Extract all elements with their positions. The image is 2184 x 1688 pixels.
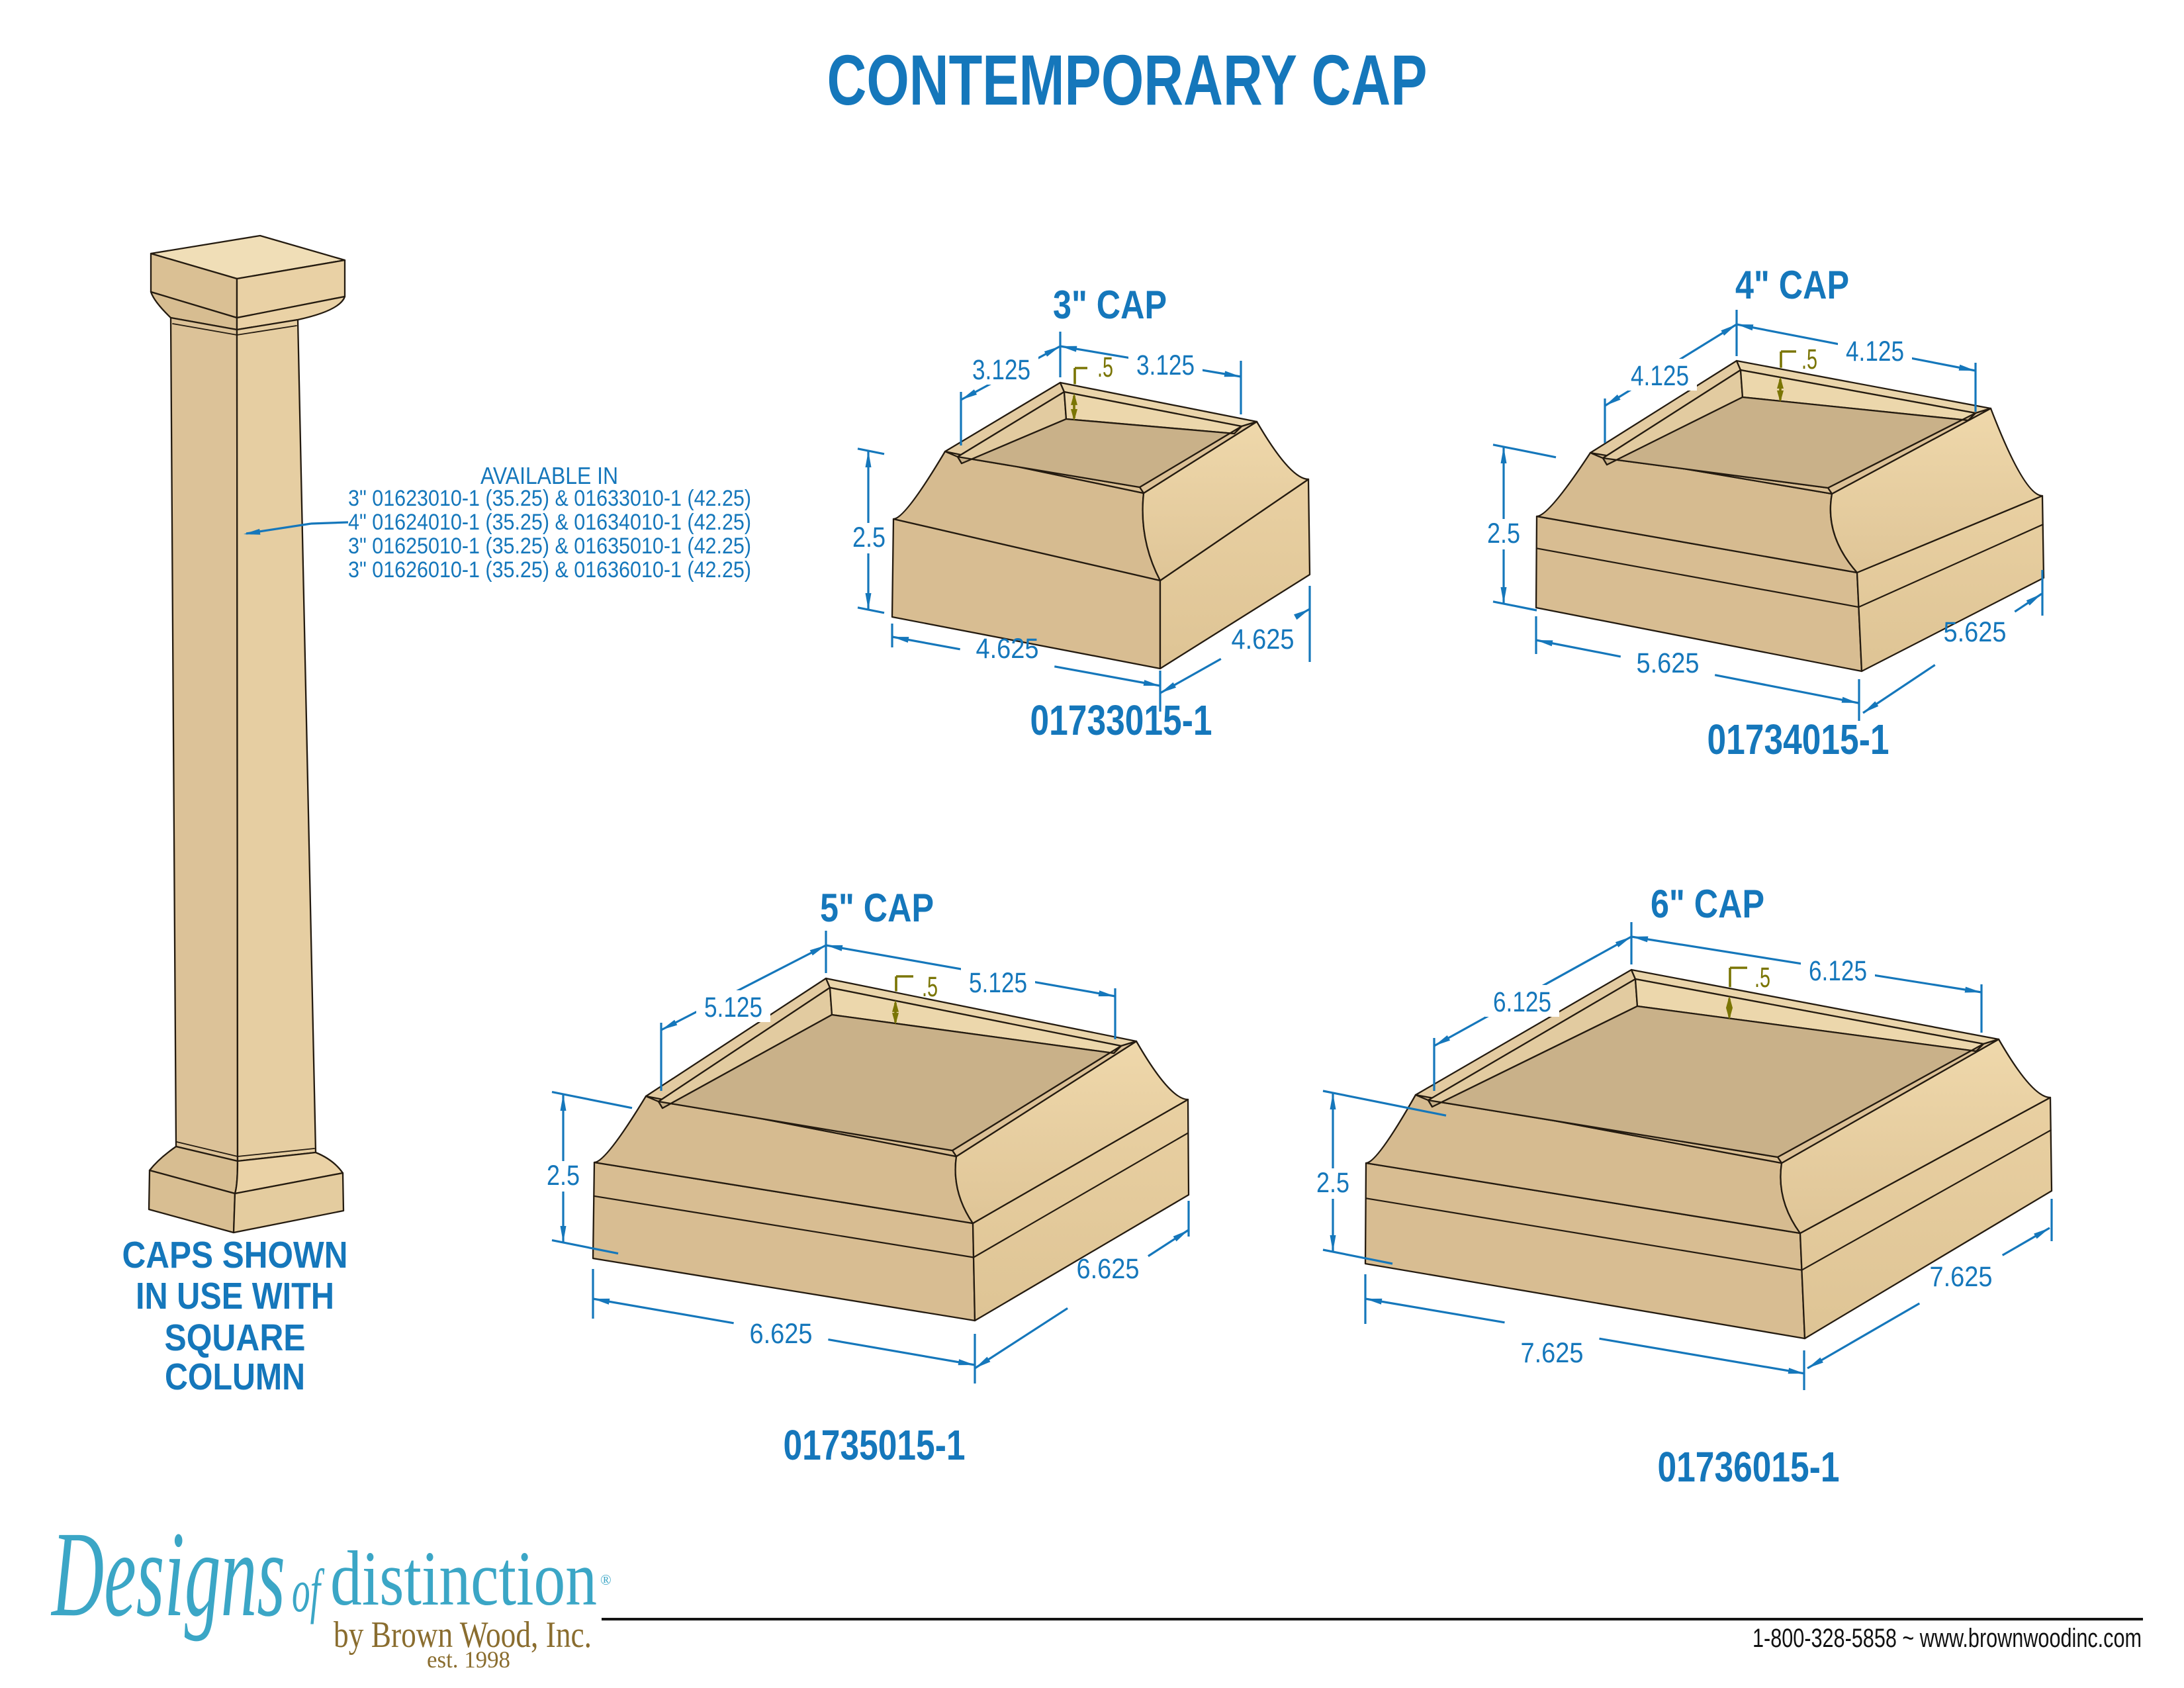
svg-text:Designs: Designs: [50, 1507, 285, 1642]
svg-text:4.625: 4.625: [976, 633, 1039, 665]
svg-text:IN USE WITH: IN USE WITH: [136, 1275, 334, 1317]
svg-text:7.625: 7.625: [1930, 1261, 1993, 1293]
svg-text:01736015-1: 01736015-1: [1658, 1443, 1840, 1491]
svg-text:5.125: 5.125: [704, 992, 762, 1023]
svg-text:3.125: 3.125: [972, 354, 1030, 386]
svg-text:3" 01623010-1 (35.25) & 016330: 3" 01623010-1 (35.25) & 01633010-1 (42.2…: [348, 486, 751, 511]
svg-text:01734015-1: 01734015-1: [1707, 716, 1889, 763]
svg-text:AVAILABLE IN: AVAILABLE IN: [480, 462, 618, 489]
svg-text:6.125: 6.125: [1809, 955, 1867, 987]
svg-text:6.125: 6.125: [1493, 986, 1551, 1018]
svg-text:6.625: 6.625: [1077, 1253, 1140, 1285]
svg-text:5.625: 5.625: [1944, 616, 2007, 648]
svg-text:4.125: 4.125: [1846, 336, 1904, 367]
svg-text:3" CAP: 3" CAP: [1053, 283, 1167, 327]
svg-text:COLUMN: COLUMN: [165, 1356, 305, 1398]
svg-text:CONTEMPORARY CAP: CONTEMPORARY CAP: [827, 40, 1428, 120]
svg-text:4" CAP: 4" CAP: [1735, 263, 1849, 307]
svg-text:4" 01624010-1 (35.25) & 016340: 4" 01624010-1 (35.25) & 01634010-1 (42.2…: [348, 510, 751, 535]
svg-text:of: of: [292, 1557, 325, 1624]
svg-text:est. 1998: est. 1998: [427, 1646, 510, 1673]
svg-text:1-800-328-5858 ~ www.brownwood: 1-800-328-5858 ~ www.brownwoodinc.com: [1752, 1624, 2142, 1653]
svg-text:6" CAP: 6" CAP: [1651, 882, 1764, 926]
svg-text:01733015-1: 01733015-1: [1030, 696, 1212, 744]
svg-text:distinction: distinction: [330, 1535, 597, 1622]
svg-text:3.125: 3.125: [1136, 350, 1195, 381]
svg-text:®: ®: [600, 1571, 612, 1588]
svg-text:.5: .5: [1801, 344, 1817, 375]
svg-text:5" CAP: 5" CAP: [820, 886, 934, 930]
svg-text:2.5: 2.5: [547, 1160, 580, 1192]
svg-text:5.625: 5.625: [1637, 647, 1700, 679]
svg-text:7.625: 7.625: [1521, 1337, 1584, 1369]
svg-text:5.125: 5.125: [969, 967, 1027, 999]
svg-text:2.5: 2.5: [1487, 518, 1520, 549]
svg-text:2.5: 2.5: [852, 522, 886, 553]
svg-text:4.625: 4.625: [1232, 624, 1295, 655]
svg-text:.5: .5: [922, 971, 938, 1003]
svg-text:2.5: 2.5: [1316, 1167, 1349, 1199]
svg-text:SQUARE: SQUARE: [165, 1317, 306, 1359]
svg-text:3" 01625010-1 (35.25) & 016350: 3" 01625010-1 (35.25) & 01635010-1 (42.2…: [348, 534, 751, 559]
svg-text:3" 01626010-1 (35.25) & 016360: 3" 01626010-1 (35.25) & 01636010-1 (42.2…: [348, 557, 751, 583]
svg-text:.5: .5: [1097, 352, 1113, 383]
svg-text:01735015-1: 01735015-1: [784, 1421, 966, 1469]
svg-text:.5: .5: [1754, 962, 1770, 994]
svg-text:6.625: 6.625: [750, 1318, 813, 1350]
svg-text:CAPS SHOWN: CAPS SHOWN: [122, 1234, 348, 1276]
svg-text:4.125: 4.125: [1631, 360, 1689, 392]
svg-text:by Brown Wood, Inc.: by Brown Wood, Inc.: [334, 1615, 592, 1656]
